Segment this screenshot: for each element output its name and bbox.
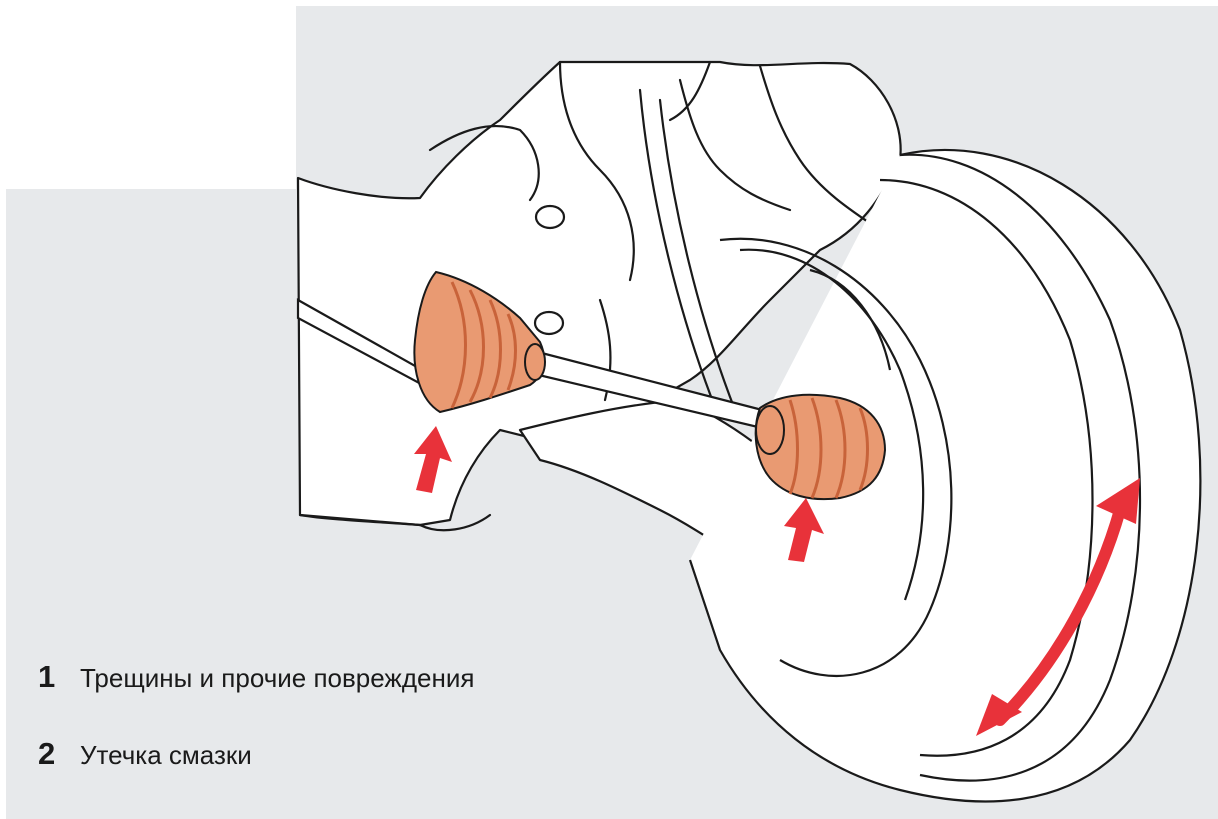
legend-text: Утечка смазки — [80, 740, 252, 771]
outer-cv-boot — [756, 395, 885, 499]
legend-item: 1 Трещины и прочие повреждения — [38, 659, 474, 695]
legend-item: 2 Утечка смазки — [38, 736, 252, 772]
legend-number: 2 — [38, 736, 80, 772]
legend-number: 1 — [38, 659, 80, 695]
legend-text: Трещины и прочие повреждения — [80, 663, 474, 694]
